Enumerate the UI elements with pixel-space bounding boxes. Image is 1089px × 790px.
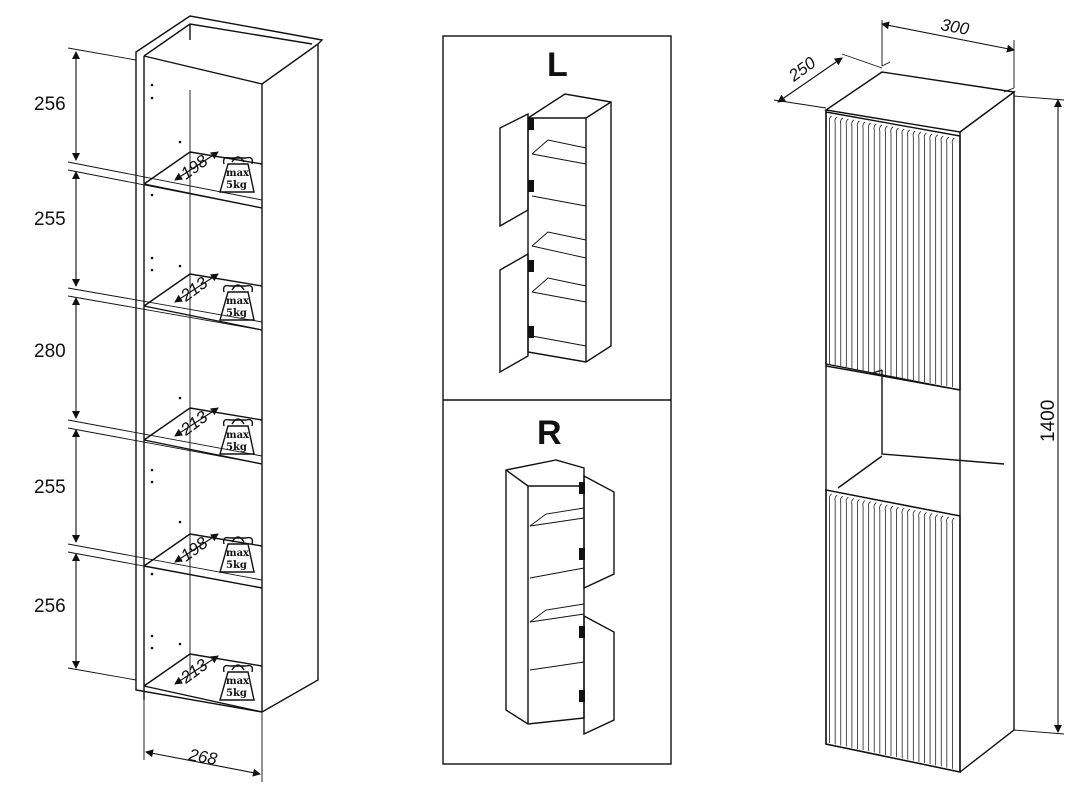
door-flute [884,125,888,375]
door-flute [873,502,877,753]
door-flute [828,115,832,365]
door-flute [951,137,955,387]
max-load-icon-5: max 5kg [219,664,255,701]
door-flute [840,117,843,367]
open-cabinet-drawing: 256 255 280 255 256 198 213 213 198 213 … [34,15,324,782]
shelf-depth-arrows [174,151,219,685]
door-flute [890,126,894,376]
variant-panel: L R [442,35,672,765]
variant-right-label: R [537,414,562,452]
shelf-height-1: 256 [34,94,66,115]
door-flute [946,516,950,768]
height-dimensions [67,47,263,681]
door-flute [940,135,944,385]
max-load-icon-2: max 5kg [219,284,255,321]
door-flute [901,507,905,759]
door-flute [879,503,883,754]
door-flute [879,124,883,374]
svg-text:5kg: 5kg [226,442,247,453]
shelf-height-4: 255 [34,477,66,498]
door-flute [884,504,888,755]
door-flute [845,497,849,747]
max-load-icon-3: max 5kg [219,418,255,455]
door-flute [935,134,938,384]
upper-fluted-door [825,111,961,391]
door-flute [840,495,843,746]
door-flute [935,514,938,766]
shelf-height-2: 255 [34,209,66,230]
door-flute [918,131,922,381]
overall-height: 1400 [1038,400,1059,442]
shelf-depth-4: 198 [177,533,212,565]
door-flute [862,500,866,751]
door-flute [895,127,899,377]
door-flute [912,130,916,380]
door-flute [946,136,950,386]
door-flute [929,133,933,383]
shelf-pin-holes [150,83,182,650]
svg-text:max: max [226,430,250,441]
variant-left-label: L [547,46,568,84]
shelf-height-5: 256 [34,596,66,617]
lower-fluted-door [825,489,961,773]
door-flute [929,513,933,765]
door-flute [907,508,910,760]
svg-text:5kg: 5kg [226,560,247,571]
svg-text:5kg: 5kg [226,688,247,699]
variant-left-cabinet [499,93,612,374]
shelf-depth-3: 213 [176,407,211,440]
shelf-height-3: 280 [34,341,66,362]
max-load-icon-4: max 5kg [219,536,255,573]
door-flute [873,123,877,373]
overall-depth: 250 [784,53,819,86]
shelf-depth-2: 213 [176,273,211,306]
fluted-cabinet-drawing: 300 250 1400 [773,15,1065,773]
svg-text:max: max [226,296,250,307]
svg-text:max: max [226,676,250,687]
door-flute [890,505,894,756]
door-flute [868,501,871,752]
door-flute [923,512,927,763]
door-flute [868,122,871,372]
door-flute [901,128,905,378]
door-flute [856,120,860,370]
svg-text:5kg: 5kg [226,308,247,319]
door-flute [851,498,855,748]
max-load-line1: max [226,168,250,179]
door-flute [918,511,922,762]
shelf-depth-1: 198 [177,151,212,183]
overall-width: 300 [939,15,971,39]
max-load-icon-1: max 5kg [219,156,255,193]
svg-text:max: max [226,548,250,559]
door-flute [828,493,832,744]
door-flute [895,506,899,758]
door-flute [940,515,944,767]
door-flute [862,121,866,371]
door-flute [856,499,860,749]
door-flute [951,517,955,769]
door-flute [851,119,855,369]
door-flute [845,118,849,368]
door-flute [834,116,838,366]
door-flute [912,510,916,761]
variant-right-cabinet [505,459,615,736]
max-load-line2: 5kg [226,180,247,191]
door-flute [923,132,927,382]
total-width-left: 268 [186,745,219,769]
door-flute [834,494,838,745]
door-flute [907,129,910,379]
